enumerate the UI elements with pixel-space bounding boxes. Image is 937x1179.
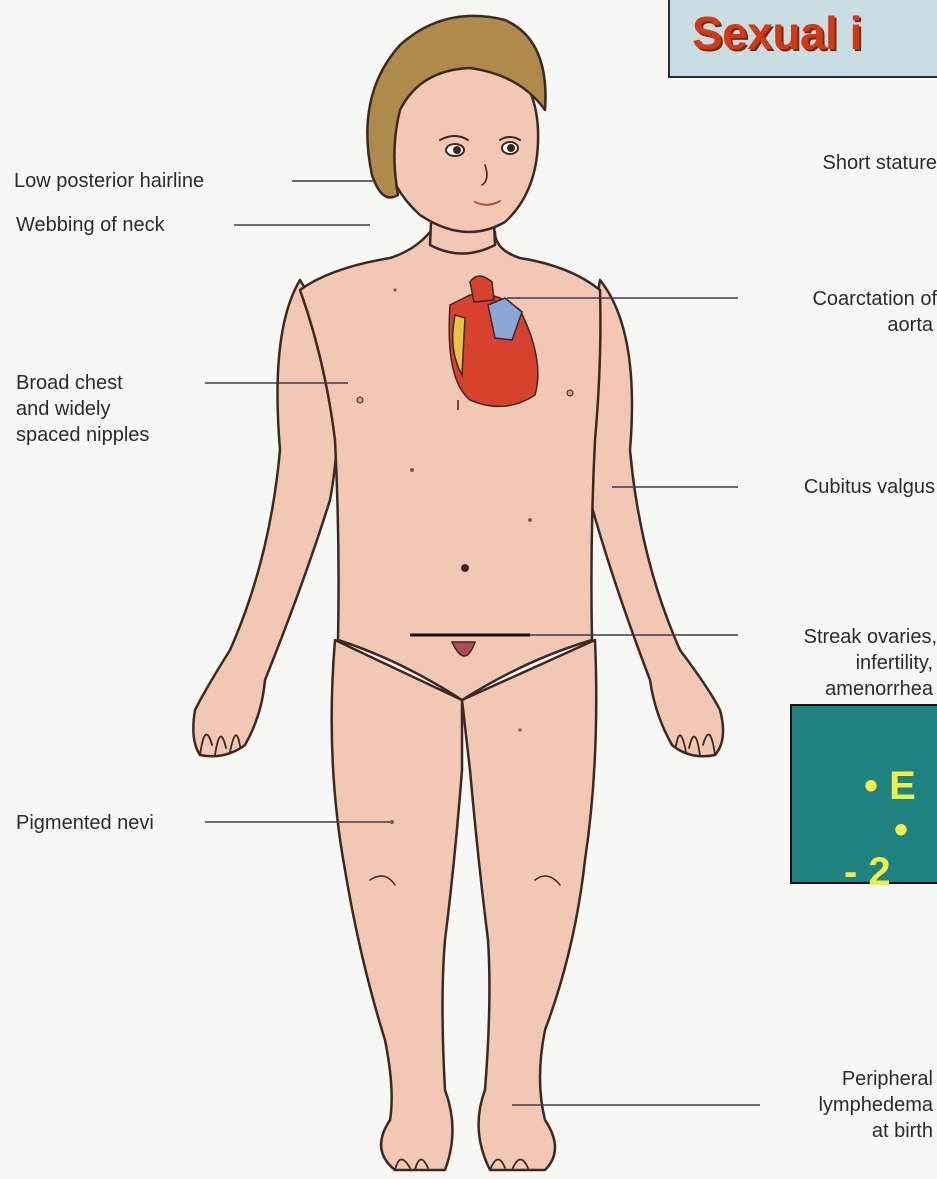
info-box: • E • - 2 bbox=[790, 704, 937, 884]
label-coarctation-line1: Coarctation of bbox=[812, 286, 937, 312]
label-broad-chest-line3: spaced nipples bbox=[16, 422, 149, 448]
info-box-line3: • bbox=[894, 808, 908, 853]
info-box-line1 bbox=[910, 724, 937, 768]
label-lymphedema-line1: Peripheral bbox=[842, 1066, 933, 1092]
label-broad-chest-line2: and widely bbox=[16, 396, 111, 422]
right-arm bbox=[584, 280, 723, 756]
label-streak-ovaries-line1: Streak ovaries, bbox=[804, 624, 937, 650]
left-leg bbox=[332, 640, 462, 1170]
label-pigmented-nevi: Pigmented nevi bbox=[16, 810, 154, 836]
info-box-line4: - 2 bbox=[844, 850, 891, 895]
label-webbing-of-neck: Webbing of neck bbox=[16, 212, 165, 238]
label-lymphedema-line2: lymphedema bbox=[818, 1092, 933, 1118]
right-leg bbox=[462, 640, 596, 1170]
left-arm bbox=[193, 280, 337, 756]
label-lymphedema-line3: at birth bbox=[872, 1118, 933, 1144]
label-short-stature: Short stature bbox=[822, 150, 937, 176]
label-streak-ovaries-line3: amenorrhea bbox=[825, 676, 933, 702]
torso bbox=[300, 232, 600, 700]
label-streak-ovaries-line2: infertility, bbox=[856, 650, 933, 676]
label-coarctation-line2: aorta bbox=[887, 312, 933, 338]
label-broad-chest-line1: Broad chest bbox=[16, 370, 123, 396]
label-low-posterior-hairline: Low posterior hairline bbox=[14, 168, 204, 194]
info-box-line2: • E bbox=[864, 764, 916, 809]
title-box: Sexual i bbox=[668, 0, 937, 78]
slide-title: Sexual i bbox=[692, 6, 862, 60]
label-cubitus-valgus: Cubitus valgus bbox=[804, 474, 935, 500]
navel bbox=[461, 564, 469, 572]
